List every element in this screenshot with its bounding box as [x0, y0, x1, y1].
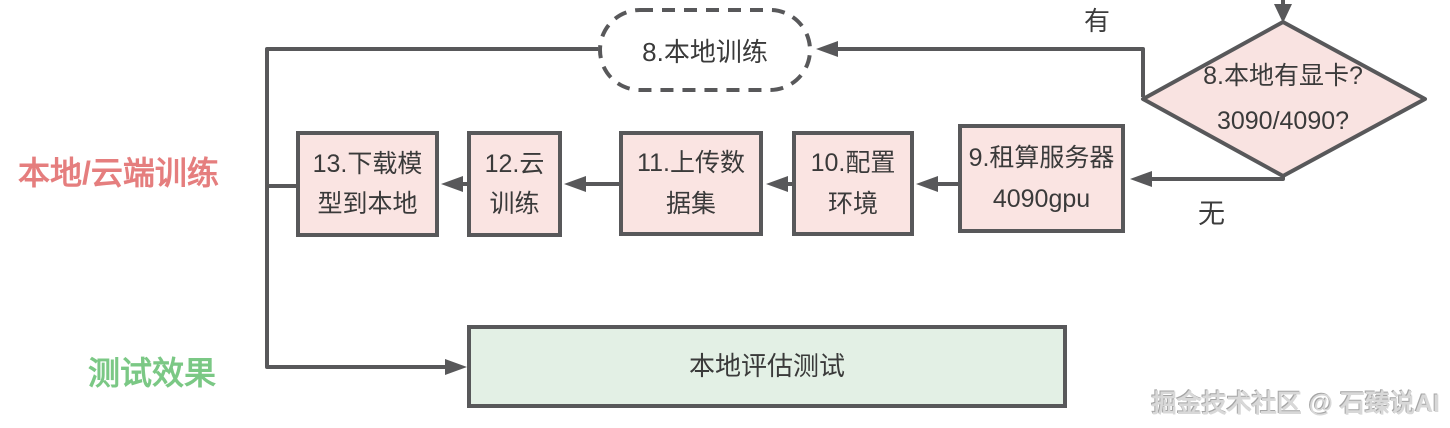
configure-env-line1: 10.配置	[810, 149, 896, 177]
edge-rail-to-eval	[265, 47, 598, 369]
arrowhead-into-eval	[445, 359, 467, 375]
arrowhead-into-box13	[441, 176, 463, 192]
download-model-line1: 13.下载模	[312, 149, 423, 178]
rent-server-line2: 4090gpu	[992, 184, 1091, 213]
arrowhead-into-box12	[564, 176, 586, 192]
download-model-line2: 型到本地	[317, 190, 418, 218]
edge-label-no: 无	[1198, 199, 1225, 229]
arrowhead-into-box10	[916, 176, 938, 192]
watermark: 掘金技术社区 @ 石臻说AI	[1151, 390, 1440, 418]
node-download-model: 13.下载模 型到本地	[296, 131, 439, 237]
arrowhead-into-box9	[1130, 171, 1152, 187]
configure-env-line2: 环境	[827, 189, 878, 218]
node-rent-server: 9.租算服务器 4090gpu	[958, 124, 1125, 233]
cloud-training-line2: 训练	[489, 190, 540, 218]
node-local-eval-test: 本地评估测试	[467, 325, 1067, 408]
decision-line1: 8.本地有显卡?	[1203, 62, 1363, 90]
row-label-testing: 测试效果	[88, 355, 217, 391]
arrowhead-into-box11	[766, 176, 788, 192]
arrowhead-top-entry	[1274, 4, 1292, 23]
local-training-shape	[598, 8, 812, 92]
edge-yes-path	[838, 47, 1145, 97]
cloud-training-line1: 12.云	[484, 149, 545, 178]
decision-diamond-shape	[1141, 20, 1427, 178]
edge-no-path	[1152, 174, 1285, 181]
row-label-training: 本地/云端训练	[18, 155, 219, 191]
decision-line2: 3090/4090?	[1216, 107, 1350, 135]
edge-label-yes: 有	[1084, 6, 1111, 36]
arrowhead-into-ellipse	[816, 41, 838, 57]
node-local-training: 8.本地训练	[642, 36, 768, 67]
upload-dataset-line2: 据集	[665, 189, 716, 218]
node-upload-dataset: 11.上传数 据集	[619, 131, 763, 236]
node-decision-gpu: 8.本地有显卡? 3090/4090?	[1150, 32, 1416, 166]
upload-dataset-line1: 11.上传数	[637, 149, 745, 177]
node-cloud-training: 12.云 训练	[467, 131, 562, 237]
rent-server-line1: 9.租算服务器	[968, 144, 1115, 172]
node-configure-env: 10.配置 环境	[792, 131, 914, 236]
